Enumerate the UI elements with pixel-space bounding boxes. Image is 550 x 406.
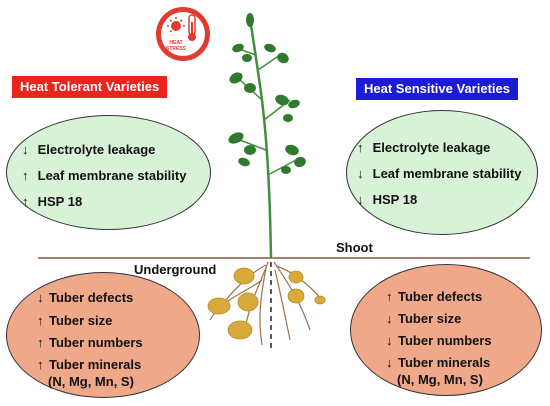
down-arrow-icon: ↓: [357, 192, 364, 207]
sensitive-shoot-item-2: ↓ Leaf membrane stability: [357, 166, 522, 181]
tolerant-tuber-item-1: ↓Tuber defects: [37, 290, 134, 305]
sensitive-shoot-ellipse: [346, 110, 538, 235]
down-arrow-icon: ↓: [37, 290, 44, 305]
sensitive-tuber-item-3: ↓Tuber numbers: [386, 333, 492, 348]
down-arrow-icon: ↓: [357, 166, 364, 181]
sensitive-minerals-detail: (N, Mg, Mn, S): [397, 372, 483, 387]
tolerant-tuber-item-2: ↑Tuber size: [37, 313, 113, 328]
down-arrow-icon: ↓: [386, 355, 393, 370]
underground-label: Underground: [134, 262, 217, 277]
tolerant-shoot-item-2: ↑ Leaf membrane stability: [22, 168, 187, 183]
sensitive-shoot-item-3: ↓ HSP 18: [357, 192, 418, 207]
sensitive-shoot-item-1: ↑ Electrolyte leakage: [357, 140, 491, 155]
plant-shoot: [228, 13, 306, 259]
down-arrow-icon: ↓: [386, 311, 393, 326]
tolerant-shoot-ellipse: [6, 115, 211, 230]
heat-stress-line2: STRESS: [166, 46, 187, 52]
shoot-label: Shoot: [336, 240, 373, 255]
up-arrow-icon: ↑: [386, 289, 393, 304]
up-arrow-icon: ↑: [37, 313, 44, 328]
heat-stress-line1: HEAT: [169, 40, 182, 46]
sensitive-tuber-item-2: ↓Tuber size: [386, 311, 462, 326]
sensitive-tuber-item-1: ↑Tuber defects: [386, 289, 483, 304]
up-arrow-icon: ↑: [357, 140, 364, 155]
tolerant-minerals-detail: (N, Mg, Mn, S): [48, 374, 134, 389]
tolerant-shoot-item-3: ↑ HSP 18: [22, 194, 83, 209]
heat-stress-icon: HEAT STRESS: [156, 7, 210, 61]
sensitive-tuber-item-4: ↓Tuber minerals: [386, 355, 491, 370]
up-arrow-icon: ↑: [37, 357, 44, 372]
tolerant-tuber-ellipse: [6, 272, 200, 398]
tolerant-tuber-item-4: ↑Tuber minerals: [37, 357, 142, 372]
sensitive-tuber-ellipse: [350, 264, 542, 396]
heat-sensitive-title: Heat Sensitive Varieties: [356, 78, 518, 100]
down-arrow-icon: ↓: [22, 142, 29, 157]
tolerant-tuber-item-3: ↑Tuber numbers: [37, 335, 143, 350]
heat-tolerant-title: Heat Tolerant Varieties: [12, 76, 168, 98]
down-arrow-icon: ↓: [386, 333, 393, 348]
up-arrow-icon: ↑: [22, 168, 29, 183]
tolerant-shoot-item-1: ↓ Electrolyte leakage: [22, 142, 156, 157]
up-arrow-icon: ↑: [37, 335, 44, 350]
up-arrow-icon: ↑: [22, 194, 29, 209]
tubers: [207, 267, 326, 340]
